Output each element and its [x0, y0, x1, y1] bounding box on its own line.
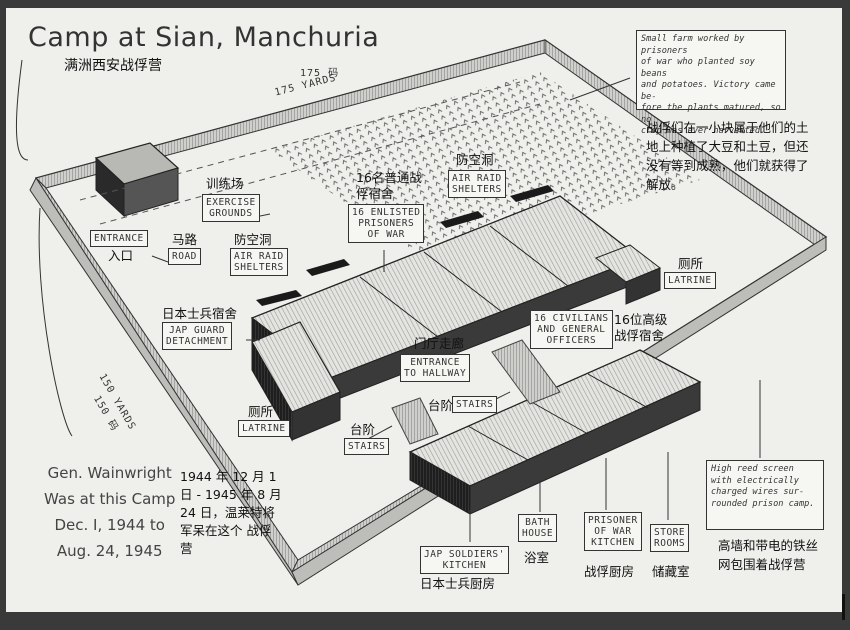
label-bath-cn: 浴室 [524, 550, 550, 565]
label-stairs-right: STAIRS [452, 396, 498, 413]
label-latrine-right: LATRINE [664, 272, 716, 289]
label-civilians: 16 CIVILIANS AND GENERAL OFFICERS [530, 310, 613, 349]
screen-note: High reed screen with electrically charg… [711, 464, 815, 509]
label-jap-guard: JAP GUARD DETACHMENT [162, 322, 233, 350]
label-road: ROAD [168, 248, 201, 265]
guard-wing [251, 321, 341, 442]
latrine-building-right [595, 244, 661, 305]
label-latrine-right-cn: 厕所 [678, 256, 704, 271]
road-lines [79, 81, 541, 225]
label-stairs-left-cn: 台阶 [350, 422, 376, 437]
label-store: STORE ROOMS [650, 524, 690, 552]
frame-edge-mark [842, 594, 845, 620]
wainwright-note: Gen. Wainwright Was at this Camp Dec. I,… [44, 464, 176, 560]
civilians-barracks [408, 349, 702, 515]
stairs-graphics [391, 339, 561, 445]
label-entrance: ENTRANCE [90, 230, 148, 247]
screen-note-box: High reed screen with electrically charg… [706, 460, 824, 530]
label-air-raid-left-cn: 防空洞 [234, 232, 272, 247]
page-title: Camp at Sian, Manchuria [28, 22, 380, 53]
label-exercise: EXERCISE GROUNDS [202, 194, 260, 222]
farm-note-box: Small farm worked by prisoners of war wh… [636, 30, 786, 136]
label-latrine-left-cn: 厕所 [248, 404, 274, 419]
label-enlisted: 16 ENLISTED PRISONERS OF WAR [348, 204, 425, 243]
page-title-cn: 满洲西安战俘营 [64, 58, 162, 74]
label-latrine-left: LATRINE [238, 420, 290, 437]
farm-note: Small farm worked by prisoners of war wh… [641, 34, 781, 136]
label-jap-guard-cn: 日本士兵宿舍 [162, 306, 238, 321]
screen-note-cn: 高墙和带电的铁丝 网包围着战俘营 [718, 538, 819, 572]
entrance-building [94, 142, 180, 218]
label-hallway: ENTRANCE TO HALLWAY [400, 354, 471, 382]
farm-note-cn: 战俘们在一小块属于他们的土 地上种植了大豆和土豆，但还 没有等到成熟，他们就获得… [646, 120, 809, 192]
label-pow-kitchen: PRISONER OF WAR KITCHEN [584, 512, 642, 551]
label-kitchen: JAP SOLDIERS' KITCHEN [420, 546, 509, 574]
label-enlisted-cn: 16名普通战 俘宿舍 [356, 170, 422, 201]
label-hallway-cn: 门厅走廊 [414, 336, 465, 351]
label-store-cn: 储藏室 [652, 564, 690, 579]
label-entrance-cn: 入口 [108, 248, 134, 263]
label-stairs-left: STAIRS [344, 438, 390, 455]
yards-top-cn: 175 码 [300, 68, 340, 79]
wainwright-note-cn: 1944 年 12 月 1 日 - 1945 年 8 月 24 日，温莱特将 军… [180, 469, 282, 556]
label-bath: BATH HOUSE [518, 514, 558, 542]
air-raid-shelters [256, 185, 554, 306]
label-stairs-right-cn: 台阶 [428, 398, 454, 413]
label-air-raid-right-cn: 防空洞 [456, 152, 494, 167]
label-air-raid-right: AIR RAID SHELTERS [448, 170, 506, 198]
label-road-cn: 马路 [172, 232, 198, 247]
label-exercise-cn: 训练场 [206, 176, 244, 191]
label-pow-kitchen-cn: 战俘厨房 [584, 564, 635, 579]
label-air-raid-left: AIR RAID SHELTERS [230, 248, 288, 276]
label-civilians-cn: 16位高级 战俘宿舍 [614, 312, 668, 343]
label-kitchen-cn: 日本士兵厨房 [420, 576, 496, 591]
